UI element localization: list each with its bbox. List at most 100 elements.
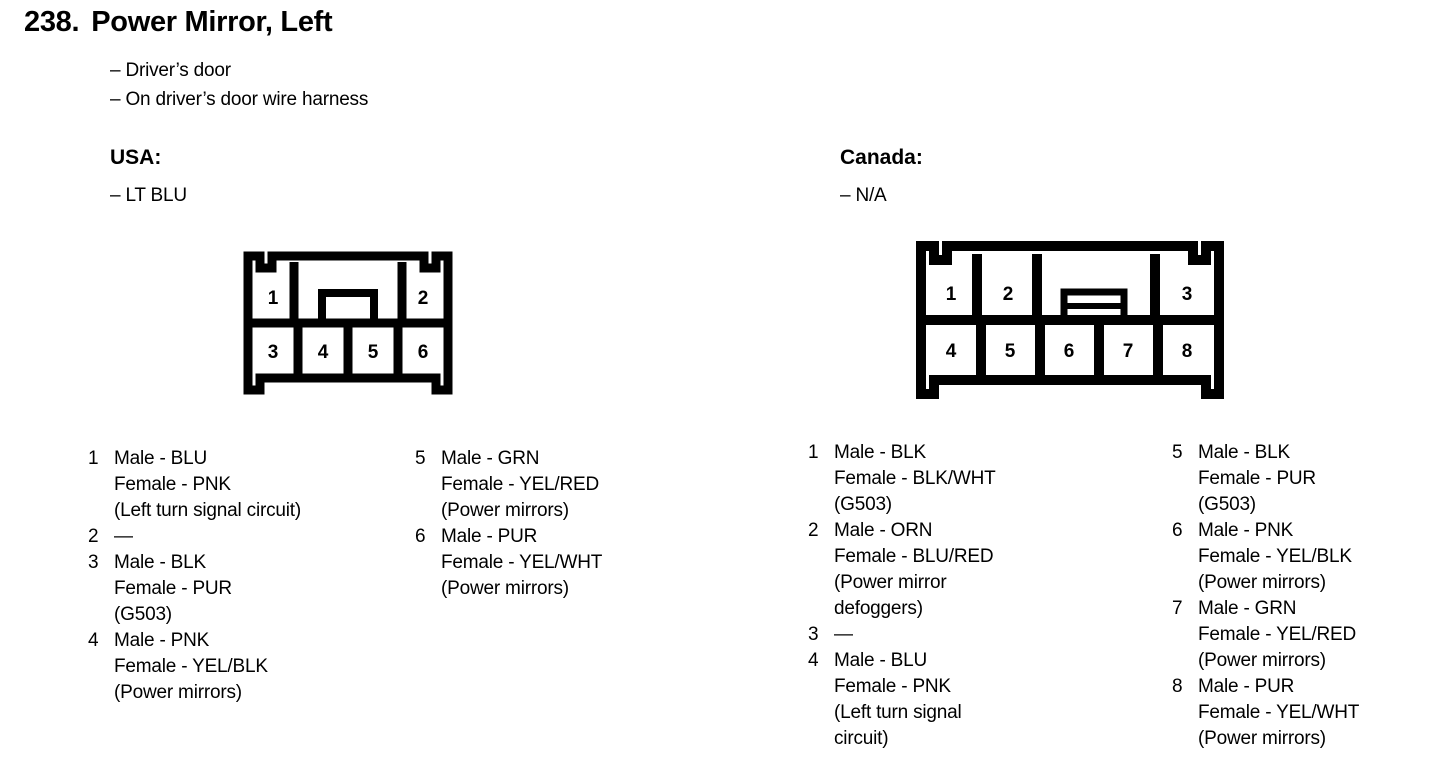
pin-entry-line: Female - YEL/RED	[441, 474, 600, 495]
pin-entry: 2—	[88, 524, 408, 550]
pin-entry-line: Male - GRN	[441, 448, 540, 469]
pin-entry-line: Male - PNK	[1198, 520, 1294, 541]
pin-entry-line: Male - BLK	[1198, 442, 1290, 463]
usa-connector-shell	[243, 251, 453, 395]
pin-entry-line: (G503)	[1198, 494, 1256, 515]
usa-pin-label-5: 5	[368, 342, 379, 363]
pin-entry: 8 Male - PUR Female - YEL/WHT (Power mirror…	[1172, 674, 1437, 752]
pin-entry-line: (Power mirrors)	[1198, 572, 1326, 593]
usa-pin-label-6: 6	[418, 342, 429, 363]
pin-entry-index: 2	[808, 520, 819, 541]
pin-entry-line: (G503)	[834, 494, 892, 515]
pin-entry-line: circuit)	[834, 728, 889, 749]
pin-entry-line: (Power mirrors)	[441, 500, 569, 521]
canada-connector-shell	[916, 241, 1224, 399]
pin-entry: 4 Male - PNK Female - YEL/BLK (Power mirror…	[88, 628, 408, 706]
usa-pin-label-1: 1	[268, 288, 279, 309]
pin-entry-index: 5	[1172, 442, 1183, 463]
header-bullet-drivers-door: – Driver’s door	[110, 60, 231, 81]
page-number: 238.	[24, 6, 80, 38]
canada-heading: Canada:	[840, 146, 923, 169]
pin-entry-line: Female - YEL/WHT	[441, 552, 603, 573]
pin-entry-line: Male - PUR	[1198, 676, 1295, 697]
pin-entry-line: (Power mirrors)	[114, 682, 242, 703]
pin-entry-index: 4	[808, 650, 819, 671]
canada-pin-label-2: 2	[1003, 284, 1014, 305]
pin-entry-index: 3	[88, 552, 99, 573]
canada-connector-color: – N/A	[840, 185, 887, 206]
pin-entry-line: Male - PNK	[114, 630, 210, 651]
pin-entry-line: Female - PNK	[834, 676, 951, 697]
pin-entry-index: 5	[415, 448, 426, 469]
canada-pin-label-3: 3	[1182, 284, 1193, 305]
pin-entry: 3—	[808, 622, 1168, 648]
pin-entry-line: Male - BLU	[114, 448, 208, 469]
pin-entry: 1 Male - BLU Female - PNK (Left turn signal…	[88, 446, 408, 524]
pin-entry-line: Male - BLU	[834, 650, 928, 671]
canada-pin-list-column-2: 5 Male - BLK Female - PUR (G503) 6 Male - PNK…	[1172, 440, 1437, 752]
canada-pin-label-5: 5	[1005, 341, 1016, 362]
page-title: 238. Power Mirror, Left	[24, 6, 333, 39]
header-bullet-wire-harness: – On driver’s door wire harness	[110, 89, 369, 110]
pin-entry-line: Male - PUR	[441, 526, 538, 547]
pin-entry: 5 Male - GRN Female - YEL/RED (Power mirror…	[415, 446, 735, 524]
pin-entry-line: Female - YEL/BLK	[114, 656, 268, 677]
pin-entry-index: 1	[808, 442, 819, 463]
pin-entry: 7 Male - GRN Female - YEL/RED (Power mirror…	[1172, 596, 1437, 674]
pin-entry-line: (Left turn signal circuit)	[114, 500, 301, 521]
usa-heading: USA:	[110, 146, 162, 169]
pin-entry-empty-dash: —	[114, 526, 133, 547]
pin-entry-index: 4	[88, 630, 99, 651]
usa-pin-list-column-1: 1 Male - BLU Female - PNK (Left turn signal…	[88, 446, 408, 706]
pin-entry-line: Male - BLK	[114, 552, 206, 573]
pin-entry-line: (G503)	[114, 604, 172, 625]
canada-pin-label-8: 8	[1182, 341, 1193, 362]
usa-latch-tab	[318, 289, 378, 323]
usa-pin-label-4: 4	[318, 342, 329, 363]
pin-entry-empty-dash: —	[834, 624, 853, 645]
page-title-text: Power Mirror, Left	[91, 6, 333, 38]
pin-entry-line: Male - GRN	[1198, 598, 1297, 619]
pin-entry-line: Male - BLK	[834, 442, 926, 463]
pin-entry-line: Female - PUR	[114, 578, 232, 599]
canada-pin-label-1: 1	[946, 284, 957, 305]
usa-pin-label-3: 3	[268, 342, 279, 363]
pin-entry-line: Female - PNK	[114, 474, 231, 495]
pin-entry-line: defoggers)	[834, 598, 923, 619]
usa-connector-diagram: 1 2 3 4 5 6	[243, 251, 453, 395]
pin-entry: 6 Male - PNK Female - YEL/BLK (Power mirror…	[1172, 518, 1437, 596]
pin-entry: 5 Male - BLK Female - PUR (G503)	[1172, 440, 1437, 518]
canada-pin-label-6: 6	[1064, 341, 1075, 362]
pin-entry-index: 1	[88, 448, 99, 469]
pin-entry-line: Female - YEL/BLK	[1198, 546, 1352, 567]
pin-entry-line: Female - BLU/RED	[834, 546, 994, 567]
canada-pin-label-4: 4	[946, 341, 957, 362]
usa-pin-label-2: 2	[418, 288, 429, 309]
canada-latch-tab	[1060, 288, 1128, 320]
pin-entry-line: (Power mirrors)	[441, 578, 569, 599]
pin-entry-index: 6	[1172, 520, 1183, 541]
pin-entry-line: (Power mirror	[834, 572, 947, 593]
canada-pin-label-7: 7	[1123, 341, 1134, 362]
pin-entry-line: Male - ORN	[834, 520, 933, 541]
pin-entry-line: Female - BLK/WHT	[834, 468, 996, 489]
pin-entry-line: (Left turn signal	[834, 702, 962, 723]
usa-pin-list-column-2: 5 Male - GRN Female - YEL/RED (Power mirror…	[415, 446, 735, 602]
canada-connector-diagram: 1 2 3 4 5 6 7 8	[916, 241, 1224, 399]
pin-entry-index: 2	[88, 526, 99, 547]
pin-entry-index: 6	[415, 526, 426, 547]
pin-entry-index: 8	[1172, 676, 1183, 697]
pin-entry-line: Female - PUR	[1198, 468, 1316, 489]
pin-entry-line: (Power mirrors)	[1198, 650, 1326, 671]
pin-entry: 1 Male - BLK Female - BLK/WHT (G503)	[808, 440, 1168, 518]
pin-entry: 2 Male - ORN Female - BLU/RED (Power mirror…	[808, 518, 1168, 622]
usa-connector-color: – LT BLU	[110, 185, 187, 206]
pin-entry: 3 Male - BLK Female - PUR (G503)	[88, 550, 408, 628]
pin-entry-line: Female - YEL/RED	[1198, 624, 1357, 645]
pin-entry-index: 7	[1172, 598, 1183, 619]
pin-entry: 6 Male - PUR Female - YEL/WHT (Power mirror…	[415, 524, 735, 602]
pin-entry-line: Female - YEL/WHT	[1198, 702, 1360, 723]
pin-entry-line: (Power mirrors)	[1198, 728, 1326, 749]
pin-entry-index: 3	[808, 624, 819, 645]
